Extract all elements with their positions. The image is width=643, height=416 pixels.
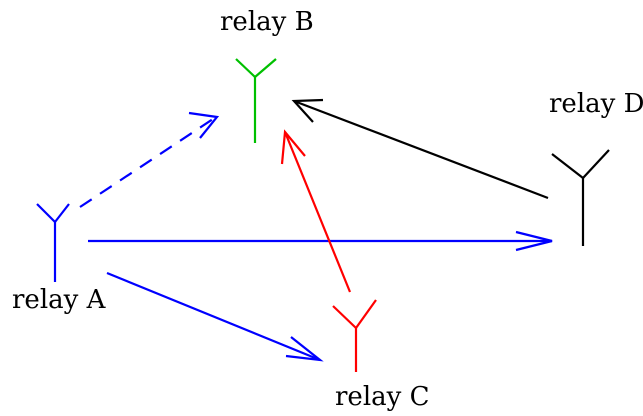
edge-c-to-b-arrowhead xyxy=(280,129,306,165)
edge-c-to-b xyxy=(280,129,352,293)
edge-a-to-b-line xyxy=(79,118,214,208)
edge-d-to-b xyxy=(291,98,549,200)
relay-a-antenna-icon xyxy=(36,203,70,282)
relay-c-label: relay C xyxy=(335,382,429,412)
edge-a-to-c xyxy=(106,271,324,362)
relay-c-antenna-icon xyxy=(332,299,377,372)
edge-a-to-b-arrowhead xyxy=(188,111,220,139)
edge-a-to-c-arrowhead xyxy=(285,336,324,362)
edge-a-to-d xyxy=(88,230,553,252)
edge-a-to-b xyxy=(79,111,220,208)
relay-b-label: relay B xyxy=(220,7,314,37)
relay-d-antenna-icon xyxy=(551,149,610,246)
edge-d-to-b-line xyxy=(293,99,549,200)
relay-a-label: relay A xyxy=(12,285,107,315)
edge-a-to-d-arrowhead xyxy=(515,230,553,252)
edge-c-to-b-line xyxy=(283,131,352,293)
edge-a-to-c-line xyxy=(106,271,321,362)
relay-d-label: relay D xyxy=(549,89,643,119)
edge-d-to-b-arrowhead xyxy=(291,98,324,123)
relay-b-antenna-icon xyxy=(235,58,277,143)
